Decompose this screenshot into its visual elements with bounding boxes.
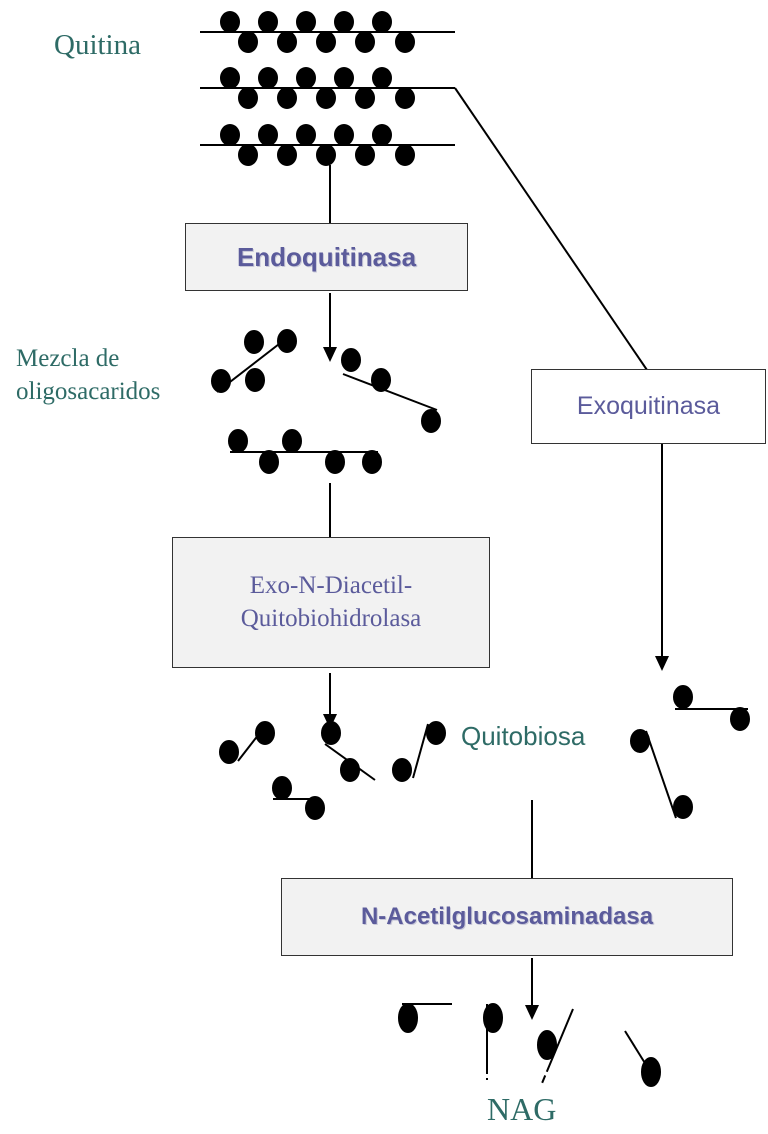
enzyme-label-endoquitinasa: Endoquitinasa <box>236 241 417 272</box>
chitin-strand-3 <box>200 124 455 166</box>
oligo-fragment-1 <box>211 329 297 393</box>
quitobiosa-frag-1 <box>219 721 275 764</box>
nag-monomer-1 <box>398 1003 452 1033</box>
oligosaccharide-fragments <box>211 329 441 474</box>
quitobiosa-frag-2 <box>321 721 376 782</box>
arrowhead-endo <box>323 347 337 362</box>
oligo-fragment-2 <box>341 348 441 433</box>
enzyme-box-exo-n-diacetil: Exo-N-Diacetil- Quitobiohidrolasa <box>172 537 490 668</box>
chitin-strands <box>200 11 455 166</box>
connector-chitin-to-exo <box>454 87 648 371</box>
quitobiosa-frag-3 <box>392 721 446 782</box>
arrowhead-exoquitinasa <box>655 656 669 671</box>
arrowhead-nag <box>525 1005 539 1020</box>
quitobiosa-frag-6 <box>630 729 693 819</box>
enzyme-box-endoquitinasa: Endoquitinasa <box>185 223 468 291</box>
enzyme-box-exoquitinasa: Exoquitinasa <box>531 369 766 444</box>
enzyme-label-n-acetilglucosaminadasa: N-Acetilglucosaminadasa <box>360 903 654 930</box>
quitobiosa-fragments-right <box>630 685 750 819</box>
nag-monomer-2 <box>483 1003 503 1080</box>
label-mezcla-line1: Mezcla de <box>16 345 120 372</box>
chitin-strand-2 <box>200 67 455 109</box>
chitin-strand-1 <box>200 11 455 53</box>
enzyme-label-exoquitinasa: Exoquitinasa <box>576 392 721 420</box>
enzyme-label-exo-n-diacetil-line1: Exo-N-Diacetil- <box>249 572 413 599</box>
quitobiosa-frag-5 <box>673 685 750 731</box>
label-quitobiosa: Quitobiosa <box>461 721 586 751</box>
label-quitina: Quitina <box>54 29 141 61</box>
label-mezcla-line2: oligosacaridos <box>16 378 161 405</box>
enzyme-label-exo-n-diacetil-line2: Quitobiohidrolasa <box>240 604 422 632</box>
enzyme-box-n-acetilglucosaminadasa: N-Acetilglucosaminadasa <box>281 878 733 956</box>
quitobiosa-frag-4 <box>272 776 325 820</box>
nag-monomer-3 <box>537 1008 574 1089</box>
nag-monomers <box>398 1003 661 1089</box>
oligo-fragment-3 <box>228 429 382 474</box>
connectors <box>329 87 663 1008</box>
label-nag: NAG <box>487 1091 557 1127</box>
quitobiosa-fragments-left <box>219 721 446 820</box>
nag-monomer-4 <box>624 1030 661 1087</box>
